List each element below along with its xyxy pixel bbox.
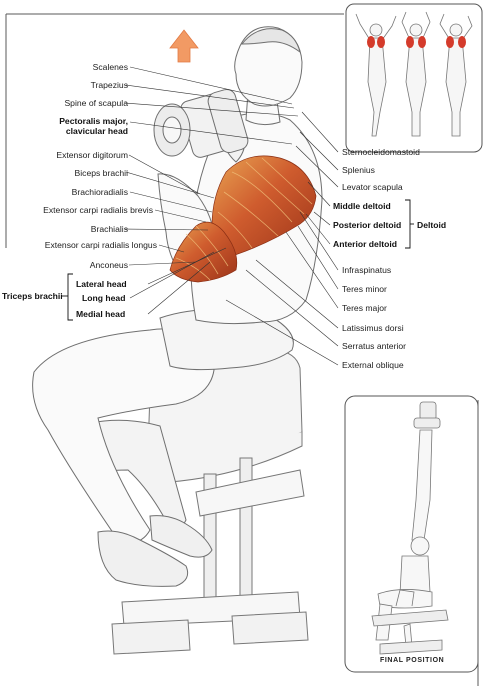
bench — [111, 349, 309, 655]
dumbbell — [153, 88, 249, 158]
label-pectoralis-major-line2: clavicular head — [65, 126, 128, 136]
label-biceps-brachii: Biceps brachii — [74, 168, 129, 178]
label-extensor-digitorum: Extensor digitorum — [56, 150, 128, 160]
label-posterior-deltoid: Posterior deltoid — [333, 220, 402, 230]
label-pectoralis-major-line1: Pectoralis major, — [59, 116, 128, 126]
inset-final-position — [344, 395, 479, 673]
label-anconeus: Anconeus — [89, 260, 128, 270]
triceps-bracket — [62, 273, 73, 321]
label-trapezius: Trapezius — [90, 80, 128, 90]
label-teres-minor: Teres minor — [342, 284, 387, 294]
label-brachialis: Brachialis — [90, 224, 128, 234]
label-middle-deltoid: Middle deltoid — [333, 201, 391, 211]
label-triceps-brachii: Triceps brachii — [2, 291, 63, 301]
label-extensor-carpi-radialis-brevis: Extensor carpi radialis brevis — [43, 205, 153, 215]
label-external-oblique: External oblique — [342, 360, 404, 370]
label-infraspinatus: Infraspinatus — [342, 265, 392, 275]
label-serratus-anterior: Serratus anterior — [342, 341, 407, 351]
label-triceps-long-head: Long head — [82, 293, 126, 303]
label-splenius: Splenius — [342, 165, 375, 175]
label-levator-scapula: Levator scapula — [342, 182, 403, 192]
leader-lines — [124, 66, 339, 366]
label-triceps-lateral-head: Lateral head — [76, 279, 127, 289]
label-scalenes: Scalenes — [92, 62, 128, 72]
label-deltoid: Deltoid — [417, 220, 447, 230]
label-teres-major: Teres major — [342, 303, 387, 313]
label-sternocleidomastoid: Sternocleidomastoid — [342, 147, 420, 157]
deltoid-bracket — [405, 199, 414, 249]
label-triceps-medial-head: Medial head — [76, 309, 126, 319]
upward-arrow-icon — [169, 29, 199, 63]
label-latissimus-dorsi: Latissimus dorsi — [342, 323, 404, 333]
label-spine-of-scapula: Spine of scapula — [64, 98, 128, 108]
label-extensor-carpi-radialis-longus: Extensor carpi radialis longus — [44, 240, 157, 250]
label-brachioradialis: Brachioradialis — [71, 187, 128, 197]
label-anterior-deltoid: Anterior deltoid — [333, 239, 397, 249]
inset-start-figures — [345, 3, 483, 153]
final-position-caption: FINAL POSITION — [380, 657, 445, 664]
